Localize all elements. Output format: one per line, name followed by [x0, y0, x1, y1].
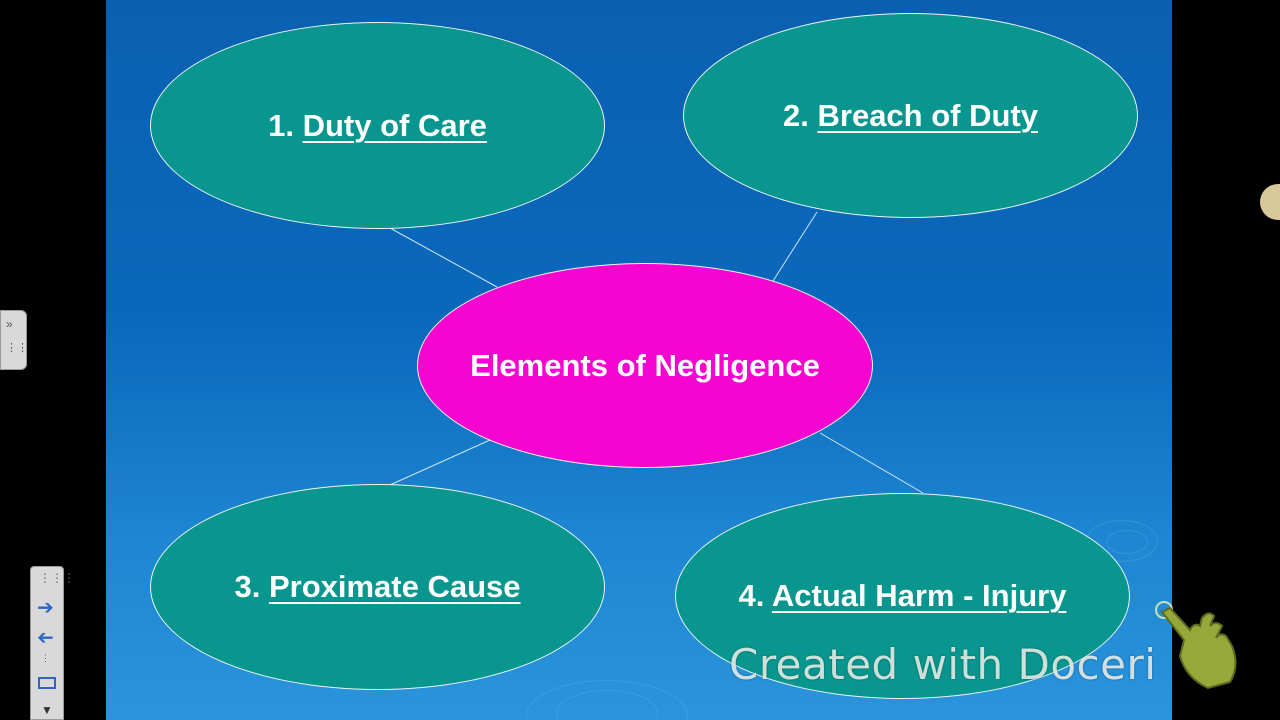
node-actual-harm: 4. Actual Harm - Injury: [675, 493, 1130, 699]
screen-icon[interactable]: [38, 677, 56, 689]
arrow-left-icon[interactable]: ➔: [37, 627, 54, 649]
node-duty-of-care: 1. Duty of Care: [150, 22, 605, 229]
node-center: Elements of Negligence: [417, 263, 873, 468]
water-ripple: [1106, 530, 1148, 554]
node-label: 2. Breach of Duty: [783, 97, 1038, 133]
page-icon[interactable]: ⋮: [41, 653, 50, 663]
node-label: 1. Duty of Care: [268, 107, 487, 143]
center-label: Elements of Negligence: [470, 347, 820, 383]
side-panel-toggle[interactable]: » ⋮⋮: [0, 310, 28, 370]
expand-panel-icon: »: [6, 317, 13, 331]
hand-pointer-icon: [1155, 601, 1237, 690]
scroll-handle[interactable]: [1260, 184, 1280, 220]
watermark-text: Created with Doceri: [729, 640, 1157, 689]
node-proximate-cause: 3. Proximate Cause: [150, 484, 605, 690]
node-label: 4. Actual Harm - Injury: [738, 578, 1067, 613]
node-label: 3. Proximate Cause: [234, 569, 521, 604]
grid-icon[interactable]: ⋮⋮⋮: [39, 571, 75, 585]
chevron-down-icon[interactable]: ▼: [41, 703, 53, 717]
grid-icon: ⋮⋮: [6, 342, 28, 354]
toolbar-panel: ⋮⋮⋮ ➔ ➔ ⋮ ▼: [30, 566, 75, 720]
node-breach-of-duty: 2. Breach of Duty: [683, 13, 1138, 218]
arrow-right-icon[interactable]: ➔: [37, 597, 54, 619]
